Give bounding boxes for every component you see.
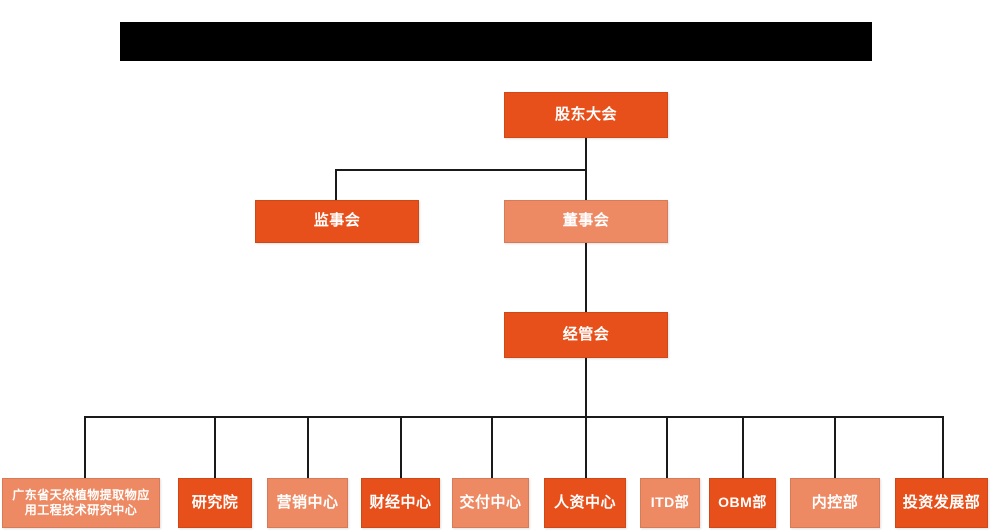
connector-drop-dept-8 <box>742 416 744 478</box>
connector-drop-dept-9 <box>834 416 836 478</box>
connector-drop-dept-1 <box>84 416 86 478</box>
node-shareholders-label: 股东大会 <box>554 105 617 123</box>
node-dept-1-label: 广东省天然植物提取物应 用工程技术研究中心 <box>8 488 154 518</box>
connector-drop-dept-10 <box>942 416 944 478</box>
connector-drop-dept-4 <box>400 416 402 478</box>
node-dept-9[interactable]: 内控部 <box>790 478 880 528</box>
connector-departments-bus <box>84 416 944 418</box>
node-dept-7[interactable]: ITD部 <box>640 478 700 528</box>
node-dept-7-label: ITD部 <box>650 494 690 511</box>
node-dept-8-label: OBM部 <box>718 494 767 511</box>
node-directors-label: 董事会 <box>562 212 610 230</box>
node-dept-2[interactable]: 研究院 <box>178 478 252 528</box>
node-dept-9-label: 内控部 <box>811 493 859 511</box>
node-management[interactable]: 经管会 <box>504 312 668 358</box>
node-dept-1-label-line2: 用工程技术研究中心 <box>24 503 138 517</box>
redacted-title-bar <box>120 22 872 61</box>
node-dept-4[interactable]: 财经中心 <box>361 478 440 528</box>
node-dept-4-label: 财经中心 <box>369 493 432 511</box>
connector-supervisors-down <box>335 169 337 200</box>
connector-management-down <box>585 358 587 420</box>
node-dept-3-label: 营销中心 <box>276 493 339 511</box>
connector-drop-dept-6 <box>585 416 587 478</box>
connector-shareholders-down <box>585 138 587 171</box>
node-dept-5[interactable]: 交付中心 <box>452 478 529 528</box>
node-supervisors[interactable]: 监事会 <box>255 200 419 243</box>
node-management-label: 经管会 <box>562 325 610 343</box>
node-shareholders[interactable]: 股东大会 <box>504 92 668 138</box>
connector-drop-dept-3 <box>307 416 309 478</box>
node-dept-10-label: 投资发展部 <box>902 493 981 511</box>
node-dept-8[interactable]: OBM部 <box>709 478 776 528</box>
node-dept-6-label: 人资中心 <box>553 493 616 511</box>
connector-level2-bus <box>335 169 587 171</box>
node-dept-5-label: 交付中心 <box>459 493 522 511</box>
node-dept-10[interactable]: 投资发展部 <box>895 478 988 528</box>
node-dept-1[interactable]: 广东省天然植物提取物应 用工程技术研究中心 <box>2 478 160 528</box>
connector-drop-dept-7 <box>666 416 668 478</box>
connector-directors-down <box>585 169 587 200</box>
node-dept-2-label: 研究院 <box>191 493 239 511</box>
node-dept-6[interactable]: 人资中心 <box>544 478 626 528</box>
node-directors[interactable]: 董事会 <box>504 200 668 243</box>
connector-drop-dept-5 <box>491 416 493 478</box>
connector-drop-dept-2 <box>214 416 216 478</box>
node-dept-3[interactable]: 营销中心 <box>267 478 348 528</box>
node-dept-1-label-line1: 广东省天然植物提取物应 <box>12 488 150 502</box>
node-supervisors-label: 监事会 <box>313 212 361 230</box>
connector-directors-management <box>585 242 587 312</box>
